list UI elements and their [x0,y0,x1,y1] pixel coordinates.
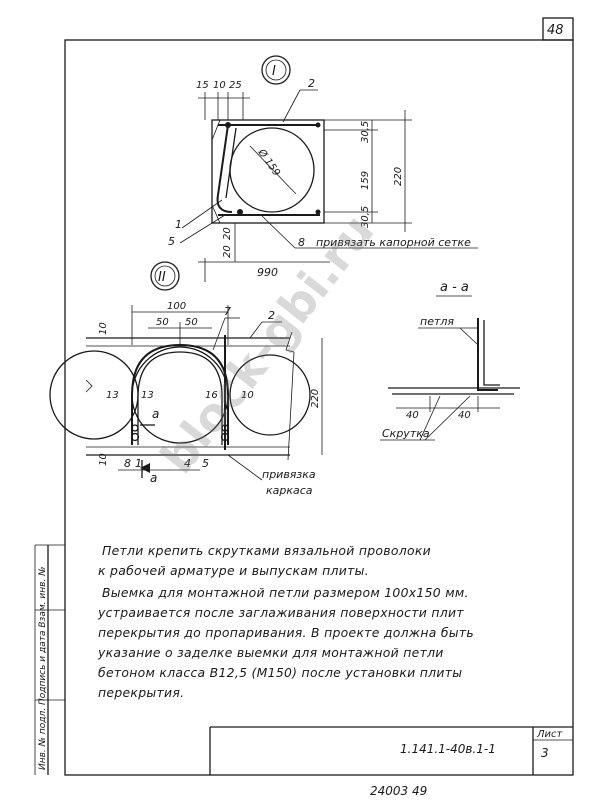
detail-one-diameter-line [249,145,297,195]
detail-one-callout-2: 2 [308,77,315,90]
detail-two-section-arrow [140,463,150,473]
detail-one-break-2 [211,204,221,224]
detail-one-dim-top-2: 10 [213,80,226,91]
detail-two-mark-circle [150,261,180,291]
detail-one-callout-5-leader [179,214,226,244]
detail-one-bar-3 [237,209,243,215]
detail-two-bar-1 [130,432,140,442]
detail-one-dim-bottom-1: 20 [222,227,233,240]
detail-one-slab [211,119,325,224]
detail-one-dim-total: 220 [393,167,404,186]
detail-one-loop-inner [225,127,237,199]
detail-two-binding-2: каркаса [266,484,313,497]
detail-two-dim-top-2: 50 [156,317,169,328]
detail-two-dim-inner-3: 16 [205,390,218,401]
detail-two-binding-leader [227,454,263,481]
detail-two-callout-8: 8 [124,457,131,470]
detail-two-mark: II [158,270,166,285]
side-stamp-text: Инв. № подл. Подпись и дата Взам. инв. № [38,567,48,770]
detail-one-dim-right-3: 30,5 [360,206,371,228]
detail-two-section-mark-bottom: а [150,471,157,485]
detail-two-callout-1: 1 [135,457,142,470]
detail-two-dim-top-3: 50 [185,317,198,328]
footer-number: 24003 49 [370,784,427,798]
detail-one-bar-2 [315,122,321,128]
detail-one-mark-inner [265,59,287,81]
detail-two-core-left [49,350,139,440]
detail-two-dim-top-4: 10 [98,322,109,335]
detail-one-callout-5: 5 [168,235,175,248]
detail-two-callout-7-leader [212,317,226,351]
detail-two-dim-bottom-left: 10 [98,453,109,466]
detail-two-callout-5: 5 [202,457,209,470]
detail-one-callout-2-leader [282,89,301,123]
detail-two-loop-inner [137,351,223,445]
detail-one-dim-width: 990 [257,266,278,279]
detail-two-section-mark: а [152,407,159,421]
detail-one-loop [216,124,233,213]
detail-one-callout-8-leader [261,215,296,249]
drawing-frame [64,39,574,776]
detail-one-dim-top-1: 15 [196,80,209,91]
detail-two-dim-inner-1: 13 [106,390,119,401]
detail-one-mark: I [272,64,276,79]
section-aa-title: а - а [440,280,469,295]
note-line-5: перекрытия до пропаривания. В проекте до… [98,625,475,640]
section-aa-twist-label: Скрутка [382,427,430,440]
note-line-6: указание о заделке выемки для монтажной … [98,645,444,660]
top-sheet-box [542,17,574,41]
section-aa-twist-leader-1 [419,395,441,441]
detail-two-mark-inner [154,265,176,287]
detail-one-diameter: Ø 159 [255,146,283,178]
detail-one-dim-top-3: 25 [229,80,242,91]
detail-one-dim-right-1: 30,5 [360,121,371,143]
detail-two-callout-7: 7 [224,305,231,318]
detail-one-mark-circle [261,55,291,85]
detail-two-binding-1: привязка [262,468,316,481]
detail-one-callout-1-leader [181,199,223,229]
detail-two-dim-inner-4: 10 [241,390,254,401]
detail-one-break-1 [211,119,221,141]
detail-two-bar-3 [131,424,139,432]
detail-one-note-8: привязать капорной сетке [316,236,471,249]
sheet-number: 3 [541,746,549,760]
section-aa-loop-outer [477,318,498,391]
detail-two-callout-2: 2 [268,309,275,322]
detail-one-callout-1: 1 [175,218,182,231]
sheet-label: Лист [536,729,564,740]
section-aa-twist-leader-2 [424,395,471,441]
note-line-1: Петли крепить скрутками вязальной провол… [102,543,431,558]
note-line-2: к рабочей арматуре и выпускам плиты. [98,563,369,578]
doc-code: 1.141.1-40в.1-1 [400,742,496,756]
note-line-4: устраивается после заглаживания поверхно… [98,605,464,620]
section-aa-loop-leader [459,327,479,346]
section-aa-dim-2: 40 [458,410,471,421]
detail-two-break-right [285,331,295,461]
top-sheet-number: 48 [547,23,564,38]
detail-two-dim-right: 220 [310,389,321,408]
detail-one-callout-8: 8 [298,236,305,249]
detail-two-break-left [85,379,93,393]
detail-two: II 100 50 50 10 13 13 16 [49,261,323,497]
section-aa: а - а 40 40 петля Скрутка [380,280,520,441]
detail-one-dim-bottom-2: 20 [222,245,233,258]
detail-one-bar-1 [225,122,231,128]
section-aa-dim-1: 40 [406,410,419,421]
detail-one-bar-4 [315,209,321,215]
detail-two-callout-4: 4 [184,457,191,470]
detail-two-dim-top-1: 100 [167,301,186,312]
note-line-7: бетоном класса В12,5 (М150) после устано… [98,665,463,680]
section-aa-loop-label: петля [420,315,454,328]
section-aa-loop-inner [483,320,500,386]
detail-one-dim-right-2: 159 [360,171,371,190]
note-line-3: Выемка для монтажной петли размером 100x… [102,585,469,600]
detail-two-dim-inner-2: 13 [141,390,154,401]
detail-two-core-right [229,354,311,436]
detail-two-callout-2-leader [249,321,263,339]
note-line-8: перекрытия. [98,685,185,700]
